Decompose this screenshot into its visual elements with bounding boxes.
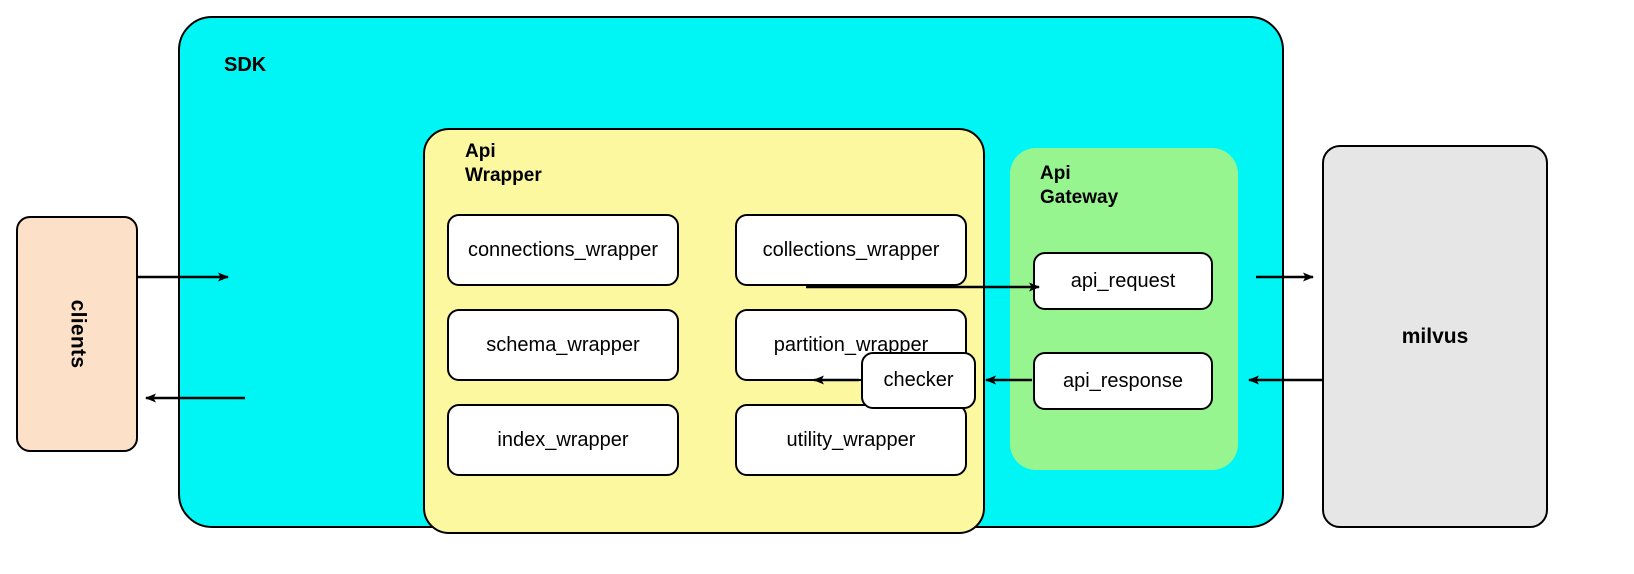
milvus-node[interactable]: milvus bbox=[1322, 145, 1548, 528]
module-schema-wrapper[interactable]: schema_wrapper bbox=[447, 309, 679, 381]
checker-node[interactable]: checker bbox=[861, 352, 976, 409]
clients-label: clients bbox=[65, 299, 89, 369]
module-api-response[interactable]: api_response bbox=[1033, 352, 1213, 410]
api-wrapper-title-line1: Api bbox=[465, 141, 496, 162]
module-collections-wrapper[interactable]: collections_wrapper bbox=[735, 214, 967, 286]
api-gateway-title-line1: Api bbox=[1040, 163, 1071, 184]
module-index-wrapper[interactable]: index_wrapper bbox=[447, 404, 679, 476]
module-connections-wrapper[interactable]: connections_wrapper bbox=[447, 214, 679, 286]
clients-node[interactable]: clients bbox=[16, 216, 138, 452]
api-gateway-title-line2: Gateway bbox=[1040, 186, 1119, 208]
api-wrapper-title-line2: Wrapper bbox=[465, 164, 542, 186]
sdk-title: SDK bbox=[224, 54, 267, 76]
api-wrapper-title: Api Wrapper bbox=[465, 140, 595, 188]
api-wrapper-container[interactable]: Api Wrapper connections_wrapper collecti… bbox=[423, 128, 985, 534]
module-api-request[interactable]: api_request bbox=[1033, 252, 1213, 310]
api-gateway-container[interactable]: Api Gateway api_request api_response bbox=[1010, 148, 1238, 470]
api-gateway-title: Api Gateway bbox=[1040, 162, 1160, 210]
module-utility-wrapper[interactable]: utility_wrapper bbox=[735, 404, 967, 476]
